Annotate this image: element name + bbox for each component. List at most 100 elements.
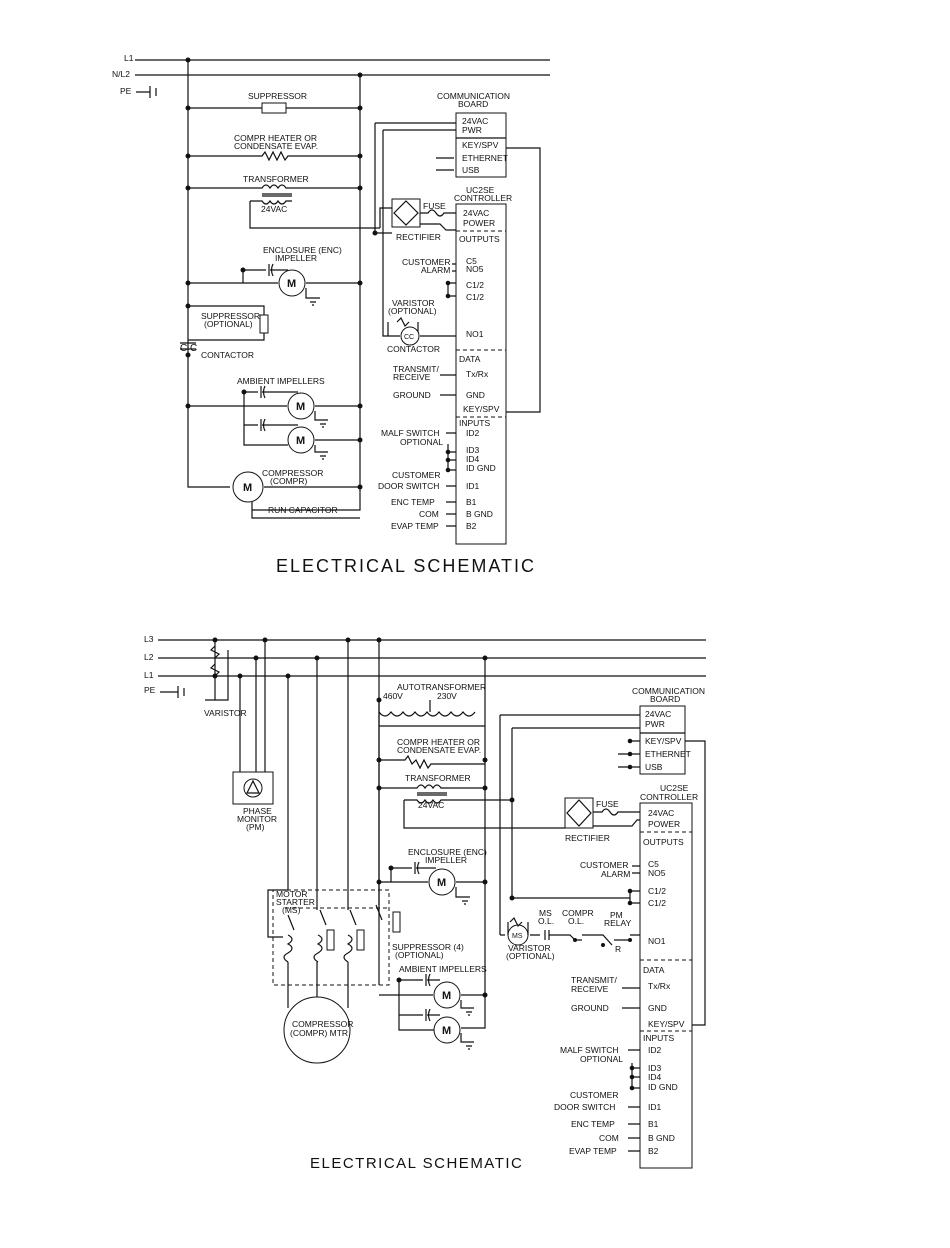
schematic-2: L3 L2 L1 PE VARISTOR PHASE MONITOR (PM) … xyxy=(144,634,706,1172)
ext-1-transmit: TRANSMIT/ xyxy=(393,364,439,374)
line2-label-l1: L1 xyxy=(144,670,154,680)
ms-label-1: MOTOR xyxy=(276,889,307,899)
enc-impeller-motor-icon xyxy=(278,269,306,297)
line-label-pe: PE xyxy=(120,86,132,96)
ext-2-transmit: TRANSMIT/ xyxy=(571,975,617,985)
compressor-motor-icon xyxy=(232,471,264,503)
ext-1-customer-2: CUSTOMER xyxy=(392,470,441,480)
ext-1-enc-temp: ENC TEMP xyxy=(391,497,435,507)
ctrl-1-b1: B1 xyxy=(466,497,477,507)
run-capacitor-label: RUN CAPACITOR xyxy=(268,505,338,515)
ambient-motor-1-m: M xyxy=(296,401,305,413)
ctrl-1-id3: ID3 xyxy=(466,445,480,455)
cc-symbol: CC xyxy=(404,334,414,341)
rectifier-1-icon xyxy=(391,198,421,228)
ctrl-2-no5: NO5 xyxy=(648,868,666,878)
supply-lines-2 xyxy=(158,639,706,698)
ctrl-1-c5: C5 xyxy=(466,256,477,266)
fuse-1-label: FUSE xyxy=(423,201,446,211)
comm-1-pwr: PWR xyxy=(462,125,482,135)
ctrl-2-id1: ID1 xyxy=(648,1102,662,1112)
comm-1-usb: USB xyxy=(462,165,480,175)
motor-starter-box xyxy=(272,889,390,986)
comm-board-1-title-1: COMMUNICATION xyxy=(437,91,510,101)
ctrl-1-bgnd: B GND xyxy=(466,509,493,519)
enc2-label-1: ENCLOSURE (ENC) xyxy=(408,847,487,857)
contactor-label: CONTACTOR xyxy=(201,350,254,360)
comm-1-vac: 24VAC xyxy=(462,116,488,126)
enc-label-1: ENCLOSURE (ENC) xyxy=(263,245,342,255)
compressor-label-2: (COMPR) xyxy=(270,476,307,486)
ctrl-2-bgnd: B GND xyxy=(648,1133,675,1143)
ctrl-1-keyspv: KEY/SPV xyxy=(463,404,500,414)
ctrl-1-outputs: OUTPUTS xyxy=(459,234,500,244)
compol-label-1: COMPR xyxy=(562,908,594,918)
ctrl-1-no1: NO1 xyxy=(466,329,484,339)
ctrl-2-no1: NO1 xyxy=(648,936,666,946)
sup-ms-3-icon xyxy=(392,911,401,933)
ext-1-evap-temp: EVAP TEMP xyxy=(391,521,439,531)
ctrl-1-c12a: C1/2 xyxy=(466,280,484,290)
varistor2-label-1: VARISTOR xyxy=(508,943,551,953)
comm-board-2-title-1: COMMUNICATION xyxy=(632,686,705,696)
enc-label-2: IMPELLER xyxy=(275,253,317,263)
controller-1 xyxy=(455,203,507,545)
enc2-motor-m: M xyxy=(437,877,446,889)
ext-2-customer-2: CUSTOMER xyxy=(570,1090,619,1100)
cc-label: C C xyxy=(180,343,197,354)
ctrl-2-title-2: CONTROLLER xyxy=(640,792,698,802)
ctrl-2-title-1: UC2SE xyxy=(660,783,689,793)
comm-2-usb: USB xyxy=(645,762,663,772)
ctrl-2-id4: ID4 xyxy=(648,1072,662,1082)
supply-lines-1 xyxy=(135,59,550,98)
ambient-motor-2-m: M xyxy=(296,435,305,447)
ambient-label: AMBIENT IMPELLERS xyxy=(237,376,325,386)
pm-label-1: PHASE xyxy=(243,806,272,816)
ext-2-door: DOOR SWITCH xyxy=(554,1102,615,1112)
ctrl-2-gnd: GND xyxy=(648,1003,667,1013)
compressor-motor-m: M xyxy=(243,482,252,494)
ctrl-2-b1: B1 xyxy=(648,1119,659,1129)
heater2-resistor-icon xyxy=(379,754,485,770)
ctrl-1-id2: ID2 xyxy=(466,428,480,438)
ctrl-2-txrx: Tx/Rx xyxy=(648,981,671,991)
heater-label-1: COMPR HEATER OR xyxy=(234,133,317,143)
ctrl-2-id2: ID2 xyxy=(648,1045,662,1055)
ext-1-receive: RECEIVE xyxy=(393,372,431,382)
ext-2-customer: CUSTOMER xyxy=(580,860,629,870)
ctrl-2-id3: ID3 xyxy=(648,1063,662,1073)
ext-2-enc-temp: ENC TEMP xyxy=(571,1119,615,1129)
pmrelay-label-2: RELAY xyxy=(604,918,632,928)
schematic-1: L1 N/L2 PE SUPPRESSOR COMPR HEATER OR CO… xyxy=(112,53,550,576)
rectifier-2-label: RECTIFIER xyxy=(565,833,610,843)
ctrl-2-b2: B2 xyxy=(648,1146,659,1156)
msol-label-2: O.L. xyxy=(538,916,554,926)
comm-2-ethernet: ETHERNET xyxy=(645,749,691,759)
v460-label: 460V xyxy=(383,691,403,701)
sup2-label-2: (OPTIONAL) xyxy=(395,950,444,960)
comm-board-2 xyxy=(639,705,686,775)
ctrl-1-power: POWER xyxy=(463,218,495,228)
ambient2-motor-2-icon xyxy=(433,1016,461,1044)
transformer-label: TRANSFORMER xyxy=(243,174,309,184)
controller-2 xyxy=(639,802,693,1169)
ctrl-1-vac: 24VAC xyxy=(463,208,489,218)
ambient2-motor-2-m: M xyxy=(442,1025,451,1037)
varistor-1-label-2: (OPTIONAL) xyxy=(388,306,437,316)
fuse-2-label: FUSE xyxy=(596,799,619,809)
transformer-vac-label: 24VAC xyxy=(261,204,287,214)
ambient2-motor-1-icon xyxy=(433,981,461,1009)
line2-label-l3: L3 xyxy=(144,634,154,644)
ctrl-2-data: DATA xyxy=(643,965,665,975)
compr-mtr-label-2: (COMPR) MTR xyxy=(290,1028,348,1038)
ext-1-customer: CUSTOMER xyxy=(402,257,451,267)
ctrl-1-gnd: GND xyxy=(466,390,485,400)
comm-2-vac: 24VAC xyxy=(645,709,671,719)
enc2-label-2: IMPELLER xyxy=(425,855,467,865)
ms-label-2: STARTER xyxy=(276,897,315,907)
ext-2-evap-temp: EVAP TEMP xyxy=(569,1146,617,1156)
ambient2-label: AMBIENT IMPELLERS xyxy=(399,964,487,974)
ext-1-com: COM xyxy=(419,509,439,519)
transformer2-label: TRANSFORMER xyxy=(405,773,471,783)
